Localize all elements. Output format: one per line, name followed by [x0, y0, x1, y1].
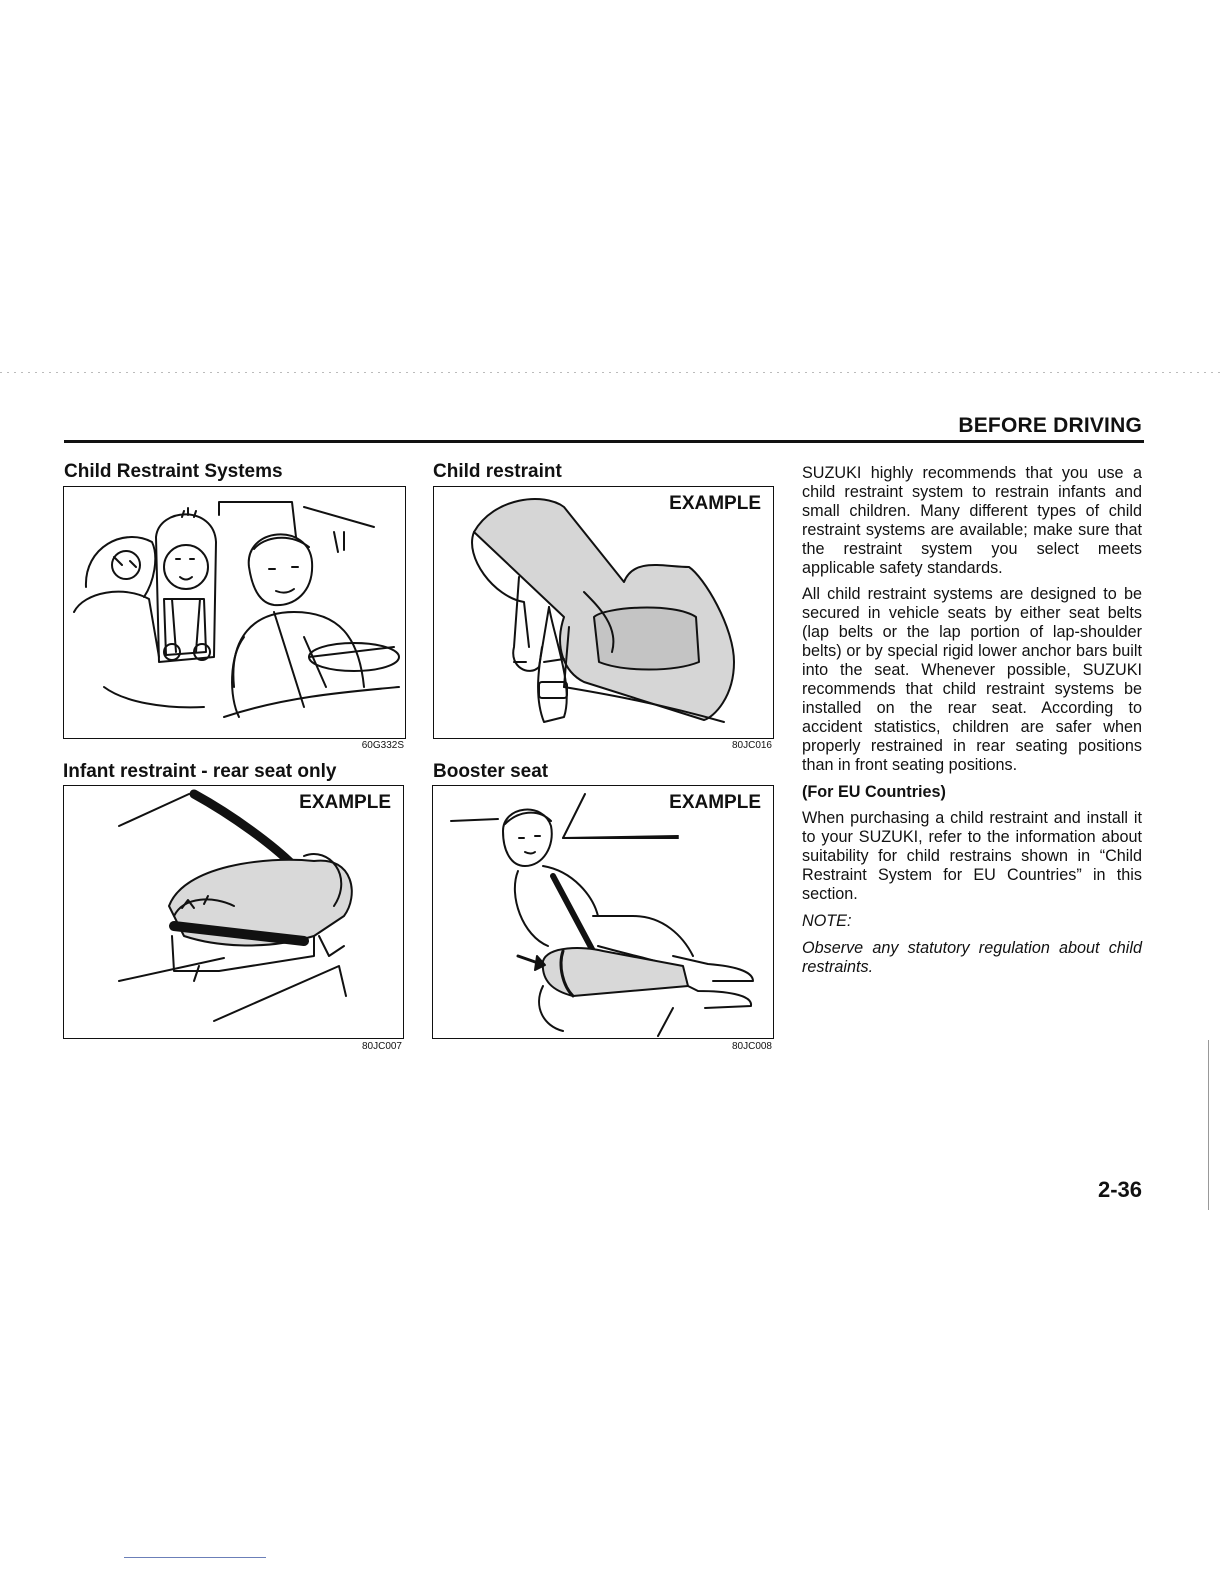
illustration-family-in-car	[73, 501, 400, 718]
figure-code: 80JC008	[731, 1041, 772, 1052]
example-label: EXAMPLE	[297, 792, 393, 814]
note-label: NOTE:	[802, 911, 852, 930]
section-title: Child Restraint Systems	[64, 461, 283, 482]
paragraph-installation: All child restraint systems are designed…	[802, 585, 1142, 774]
section-title: Booster seat	[433, 761, 549, 782]
section-title: Infant restraint - rear seat only	[63, 761, 337, 782]
eu-heading: (For EU Countries)	[802, 782, 946, 801]
page-number: 2-36	[1097, 1177, 1142, 1202]
note-text: Observe any statutory regulation about c…	[802, 938, 1142, 976]
figure-code: 80JC007	[361, 1041, 402, 1052]
scan-edge-line	[1208, 1040, 1209, 1210]
illustration-infant-seat	[118, 789, 353, 1022]
figure-code: 60G332S	[361, 740, 404, 751]
running-head: BEFORE DRIVING	[958, 414, 1142, 437]
scan-artifact-dots	[0, 372, 1224, 373]
figure-infant-restraint: EXAMPLE	[63, 785, 404, 1039]
section-title: Child restraint	[433, 461, 562, 482]
figure-child-restraint-systems	[63, 486, 406, 739]
body-text-column: SUZUKI highly recommends that you use a …	[802, 464, 1142, 985]
paragraph-eu: When purchasing a child restraint and in…	[802, 809, 1142, 904]
paragraph-intro: SUZUKI highly recommends that you use a …	[802, 464, 1142, 577]
header-rule	[64, 440, 1144, 443]
illustration-child-seat	[471, 498, 735, 723]
example-label: EXAMPLE	[667, 792, 763, 814]
figure-booster-seat: EXAMPLE	[432, 785, 774, 1039]
figure-child-restraint: EXAMPLE	[433, 486, 774, 739]
illustration-booster-seat	[450, 793, 754, 1037]
footer-line	[124, 1557, 266, 1558]
example-label: EXAMPLE	[667, 493, 763, 515]
figure-code: 80JC016	[731, 740, 772, 751]
